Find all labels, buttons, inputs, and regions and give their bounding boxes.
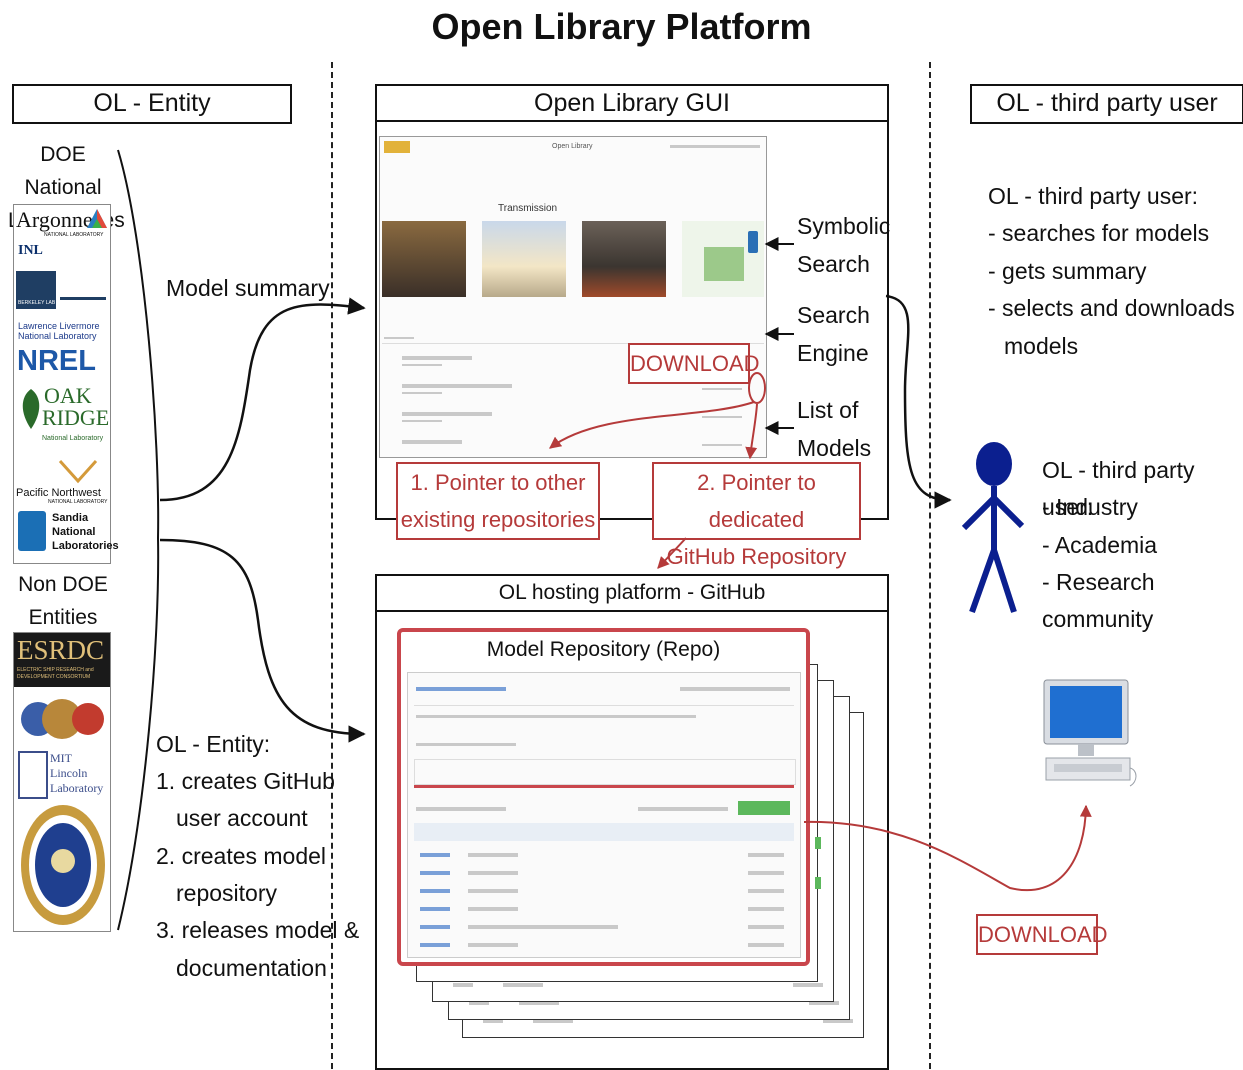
esrdc-logo: ESRDC	[17, 635, 105, 665]
pnnl-logo: Pacific Northwest	[16, 487, 101, 499]
gui-image-4	[682, 221, 764, 297]
entity-to-github-arrow	[159, 538, 366, 743]
sandia-icon	[18, 511, 46, 551]
entity-step-2b: repository	[176, 880, 277, 906]
argonne-sub: NATIONAL LABORATORY	[44, 232, 104, 238]
argonne-logo: Argonne	[16, 207, 93, 232]
model-repository-card: Model Repository (Repo)	[397, 628, 810, 966]
entity-step-3b: documentation	[176, 955, 327, 981]
entity-steps-title: OL - Entity:	[156, 731, 271, 757]
third-party-user-icon	[961, 442, 1025, 614]
column-divider-right	[929, 62, 931, 1069]
inl-logo: INL	[18, 243, 43, 258]
header-hosting-platform: OL hosting platform - GitHub	[375, 574, 889, 614]
entity-step-2: 2. creates model	[156, 843, 327, 869]
gui-heading: Transmission	[498, 203, 558, 214]
user-action-2: - gets summary	[988, 258, 1147, 284]
header-third-party-user: OL - third party user	[970, 84, 1243, 124]
non-doe-logos-panel: ESRDC ELECTRIC SHIP RESEARCH and DEVELOP…	[13, 632, 111, 932]
github-repo-page	[407, 672, 801, 958]
berkeley-logo-block	[16, 271, 56, 309]
oak-ridge-logo-2: RIDGE	[42, 405, 110, 430]
right-download-label: DOWNLOAD	[976, 914, 1108, 955]
entity-step-1: 1. creates GitHub	[156, 768, 335, 794]
gui-image-3	[582, 221, 666, 297]
user-types-title: OL - third party user:	[1042, 457, 1195, 520]
header-open-library-gui: Open Library GUI	[375, 84, 889, 124]
entity-step-3: 3. releases model &	[156, 917, 360, 943]
mit-ll-icon	[18, 751, 48, 799]
gui-screenshot-title: Open Library	[552, 143, 593, 150]
oak-ridge-sub: National Laboratory	[42, 435, 104, 442]
user-action-3: - selects and downloads	[988, 295, 1235, 321]
user-action-3b: models	[1004, 333, 1079, 359]
user-action-1: - searches for models	[988, 220, 1210, 246]
left-bracket	[117, 149, 160, 931]
annotation-symbolic: Symbolic	[797, 213, 891, 239]
pnnl-chevron-icon	[58, 459, 98, 484]
argonne-triangle-icon	[87, 209, 107, 228]
entity-step-1b: user account	[176, 805, 308, 831]
gui-image-1	[382, 221, 466, 297]
clone-download-button	[738, 801, 790, 815]
model-summary-label: Model summary	[166, 275, 330, 301]
model-repo-title: Model Repository (Repo)	[486, 638, 721, 661]
air-force-seal-icon	[21, 805, 105, 925]
esrdc-logo-block	[14, 633, 110, 687]
navy-seals-icon	[21, 699, 104, 739]
gui-screenshot: Open Library Transmission	[379, 136, 767, 458]
annotation-engine: Engine	[797, 340, 869, 366]
user-type-academia: - Academia	[1042, 532, 1158, 558]
annotation-search-2: Search	[797, 302, 870, 328]
oak-ridge-logo-1: OAK	[44, 383, 92, 408]
user-type-research: - Research community	[1042, 569, 1155, 632]
non-doe-label: Non DOE Entities	[18, 573, 108, 629]
page-title: Open Library Platform	[431, 6, 812, 47]
annotation-list-of: List of	[797, 397, 859, 423]
gui-image-2	[482, 221, 566, 297]
berkeley-logo: BERKELEY LAB	[18, 300, 56, 306]
annotation-search: Search	[797, 251, 870, 277]
gui-to-user-arrow	[885, 294, 952, 509]
header-ol-entity: OL - Entity	[12, 84, 292, 124]
doe-logos-panel: Argonne NATIONAL LABORATORY INL BERKELEY…	[13, 204, 119, 564]
nrel-logo: NREL	[17, 345, 96, 377]
gui-download-label: DOWNLOAD	[628, 343, 760, 384]
user-actions-title: OL - third party user:	[988, 183, 1199, 209]
pnnl-sub: NATIONAL LABORATORY	[48, 499, 108, 505]
gui-logo-icon	[384, 141, 410, 153]
model-summary-arrow	[159, 297, 366, 502]
annotation-models: Models	[797, 435, 872, 461]
llnl-logo: Lawrence Livermore National Laboratory	[18, 321, 100, 341]
user-type-industry: - Industry	[1042, 494, 1138, 520]
oak-leaf-icon	[22, 389, 40, 429]
esrdc-sub: ELECTRIC SHIP RESEARCH and DEVELOPMENT C…	[17, 667, 94, 680]
computer-icon	[1043, 679, 1137, 787]
